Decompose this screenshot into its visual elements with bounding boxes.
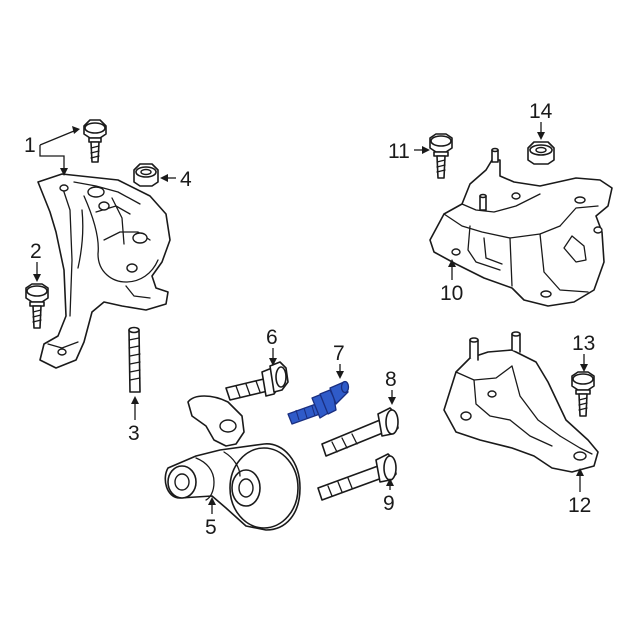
- callout-5: 5: [205, 516, 217, 539]
- callout-2: 2: [30, 240, 42, 263]
- mount-hole: [57, 348, 67, 356]
- callout-10: 10: [440, 282, 463, 305]
- callout-4: 4: [180, 168, 192, 191]
- callout-12: 12: [568, 494, 591, 517]
- callout-14: 14: [529, 100, 553, 123]
- bolt-upper-mount: [83, 119, 107, 163]
- nut-small: [133, 163, 159, 187]
- callout-6: 6: [266, 326, 278, 349]
- engine-mount-bracket: [37, 173, 171, 369]
- callout-1: 1: [24, 134, 36, 157]
- mount-hole: [98, 201, 110, 211]
- callout-9: 9: [383, 492, 395, 515]
- leader-lines: [33, 122, 588, 514]
- bolt-long-8: [321, 407, 399, 457]
- callout-11: 11: [388, 140, 410, 163]
- callout-3: 3: [128, 422, 140, 445]
- bolt-side: [25, 283, 49, 329]
- bolt-6: [225, 361, 289, 401]
- stud: [128, 326, 141, 393]
- support-bracket: [443, 331, 599, 473]
- transmission-mount-bracket: [429, 147, 613, 307]
- lower-mount-bushing: [164, 395, 301, 531]
- mount-hole: [59, 184, 69, 192]
- bolt-11: [429, 133, 453, 179]
- nut-14: [527, 141, 555, 165]
- bolt-13: [571, 371, 595, 417]
- bolt-long-9: [317, 453, 397, 501]
- mount-hole: [87, 186, 105, 198]
- callout-labels: 1 2 3 4 5 6 7 8 9 10 11 12 13 14: [24, 100, 595, 539]
- callout-13: 13: [572, 332, 595, 355]
- callout-7: 7: [333, 342, 345, 365]
- mount-hole: [126, 263, 138, 273]
- callout-8: 8: [385, 368, 397, 391]
- bolt-highlighted: [287, 380, 350, 425]
- mount-hole: [132, 232, 148, 244]
